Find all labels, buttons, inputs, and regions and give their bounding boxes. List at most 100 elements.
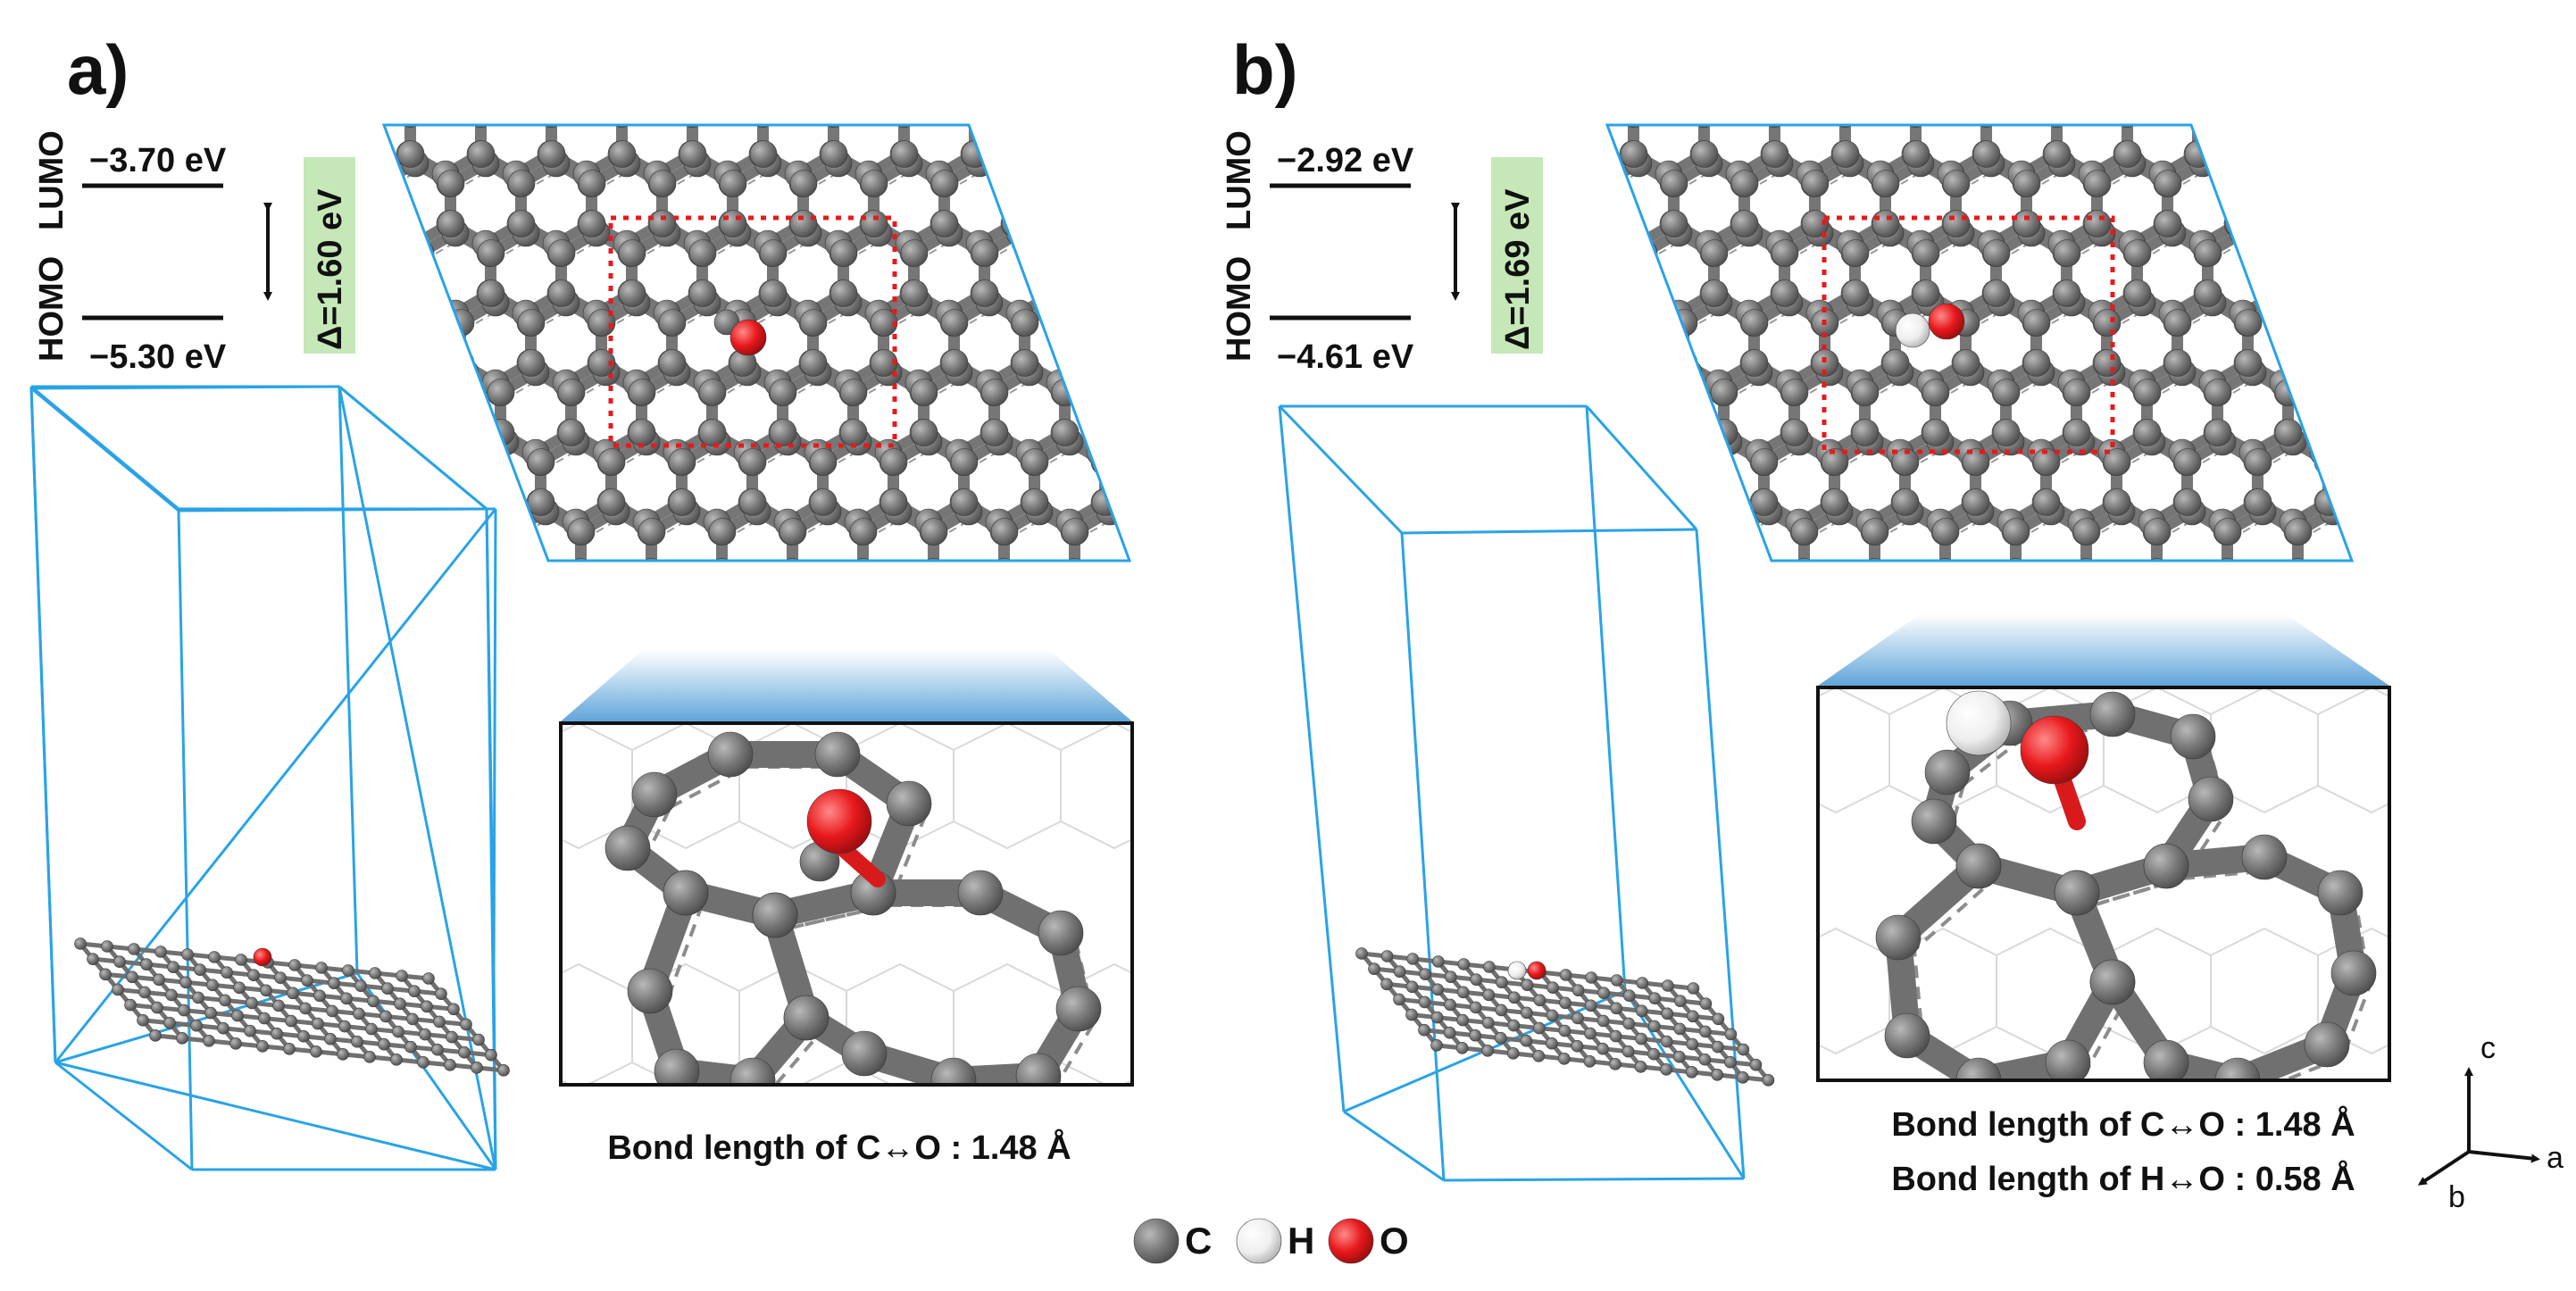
carbon-atom xyxy=(1021,448,1049,476)
carbon-atom xyxy=(2426,559,2453,586)
carbon-atom xyxy=(980,379,1009,406)
carbon-atom xyxy=(1650,71,1677,98)
bond xyxy=(2128,94,2163,114)
carbon-atom xyxy=(1687,982,1700,995)
carbon-atom xyxy=(1952,349,1980,377)
bond xyxy=(1987,94,2022,114)
lattice-ring xyxy=(1456,31,1526,112)
carbon-atom xyxy=(809,488,838,516)
carbon-atom xyxy=(1932,71,1959,98)
bond xyxy=(304,94,339,114)
bond xyxy=(2263,572,2297,593)
carbon-atom xyxy=(2355,559,2382,586)
bond xyxy=(1775,94,1810,114)
bond xyxy=(1563,94,1598,114)
bond xyxy=(1947,24,1981,45)
carbon-atom xyxy=(1111,279,1130,307)
carbon-atom xyxy=(415,419,444,446)
lattice-ring xyxy=(233,31,303,112)
oxygen-atom xyxy=(2020,715,2089,785)
lattice-ring xyxy=(2201,125,2272,183)
bond xyxy=(653,85,688,105)
carbon-atom xyxy=(698,379,727,406)
carbon-atom xyxy=(2294,210,2322,237)
lumo-label: LUMO xyxy=(33,130,71,230)
bond xyxy=(1981,85,2016,105)
zoom-view xyxy=(561,723,1132,1085)
carbon-atom xyxy=(1655,80,1682,107)
lattice-ring xyxy=(2331,447,2352,531)
carbon-atom xyxy=(146,71,172,98)
unit-cell-edge xyxy=(1623,990,1746,1179)
panel-label-b: b) xyxy=(1232,30,1298,109)
carbon-atom xyxy=(1030,125,1059,128)
bond xyxy=(1906,15,1941,36)
carbon-atom xyxy=(384,358,409,387)
carbon-atom xyxy=(1607,210,1617,237)
lattice-ring xyxy=(1058,238,1130,322)
carbon-atom xyxy=(2317,870,2363,916)
carbon-atom xyxy=(326,101,353,128)
carbon-atom xyxy=(204,1006,217,1020)
homo-label: HOMO xyxy=(1221,256,1258,362)
carbon-atom xyxy=(467,140,496,168)
carbon-atom xyxy=(1555,230,1581,257)
carbon-atom xyxy=(1086,358,1114,387)
lattice-ring xyxy=(1139,379,1209,460)
bond xyxy=(224,15,259,36)
lattice-ring xyxy=(1098,308,1130,392)
bond xyxy=(2052,85,2087,105)
carbon-atom xyxy=(153,973,165,987)
carbon-atom xyxy=(2213,518,2242,546)
carbon-atom xyxy=(1680,488,1708,516)
carbon-atom xyxy=(272,999,285,1012)
bond xyxy=(1140,442,1175,462)
bond xyxy=(2359,372,2394,393)
lattice-ring xyxy=(163,31,232,112)
carbon-atom xyxy=(789,170,818,197)
carbon-atom xyxy=(1699,997,1713,1010)
carbon-atom xyxy=(1203,559,1230,586)
carbon-atom xyxy=(99,968,112,981)
lattice-ring xyxy=(1487,0,1556,42)
carbon-atom xyxy=(1406,953,1419,965)
carbon-atom xyxy=(433,1015,446,1029)
carbon-atom xyxy=(2284,558,2313,561)
carbon-atom xyxy=(507,210,536,237)
carbon-atom xyxy=(1982,239,2011,267)
carbon-atom xyxy=(1482,988,1496,1002)
carbon-atom xyxy=(820,125,848,128)
bond xyxy=(194,24,229,45)
carbon-atom xyxy=(2063,379,2091,406)
bond xyxy=(546,24,581,45)
bond xyxy=(516,94,551,114)
bond xyxy=(1146,572,1180,593)
carbon-atom xyxy=(496,518,524,546)
bond xyxy=(617,24,652,45)
carbon-atom xyxy=(1444,970,1457,983)
carbon-atom xyxy=(2034,2,2061,29)
carbon-atom xyxy=(517,309,546,337)
carbon-atom xyxy=(1533,994,1546,1007)
carbon-atom xyxy=(1607,309,1627,337)
bond xyxy=(2158,24,2193,45)
carbon-atom xyxy=(1457,958,1471,970)
carbon-atom xyxy=(1571,1039,1584,1053)
carbon-atom xyxy=(256,101,283,128)
bond xyxy=(1735,85,1770,105)
carbon-atom xyxy=(2426,519,2453,546)
carbon-atom xyxy=(638,71,665,98)
carbon-atom xyxy=(2154,210,2182,237)
bond xyxy=(371,85,405,105)
carbon-atom xyxy=(599,2,626,29)
carbon-atom xyxy=(1163,449,1189,476)
carbon-atom xyxy=(1902,140,1930,168)
carbon-atom xyxy=(1863,31,1889,58)
carbon-atom xyxy=(604,91,630,118)
lattice-ring xyxy=(445,31,514,112)
carbon-atom xyxy=(321,11,348,37)
carbon-atom xyxy=(1841,279,1870,307)
carbon-atom xyxy=(1585,971,1597,984)
carbon-atom xyxy=(1021,488,1049,516)
bond xyxy=(2268,218,2313,249)
